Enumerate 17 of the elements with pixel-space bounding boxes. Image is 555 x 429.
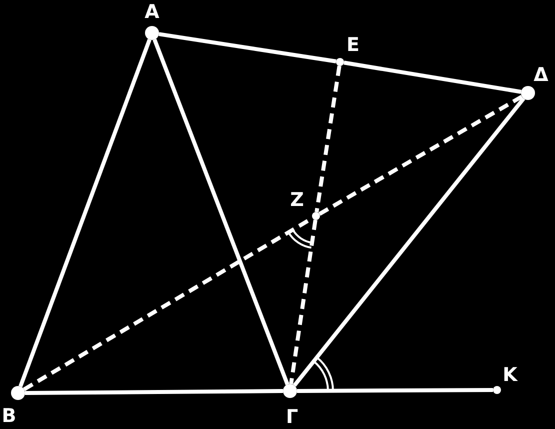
- line-segment: [344, 60, 522, 94]
- point-label: Ε: [346, 35, 360, 55]
- line-segment: [18, 38, 152, 388]
- dashed-line: [318, 94, 523, 216]
- line-segment: [24, 389, 284, 395]
- point-label: Β: [0, 406, 18, 426]
- point-label: Α: [144, 2, 160, 22]
- line-segment: [152, 38, 290, 386]
- line-segment: [158, 32, 336, 64]
- point-label: Κ: [502, 365, 519, 385]
- point-label: Γ: [284, 407, 300, 427]
- point-label: Ζ: [289, 190, 305, 210]
- line-segment: [292, 97, 526, 387]
- line-segment: [297, 388, 493, 393]
- dashed-line: [314, 66, 342, 212]
- point-label: Δ: [532, 65, 550, 85]
- dashed-line: [289, 220, 318, 384]
